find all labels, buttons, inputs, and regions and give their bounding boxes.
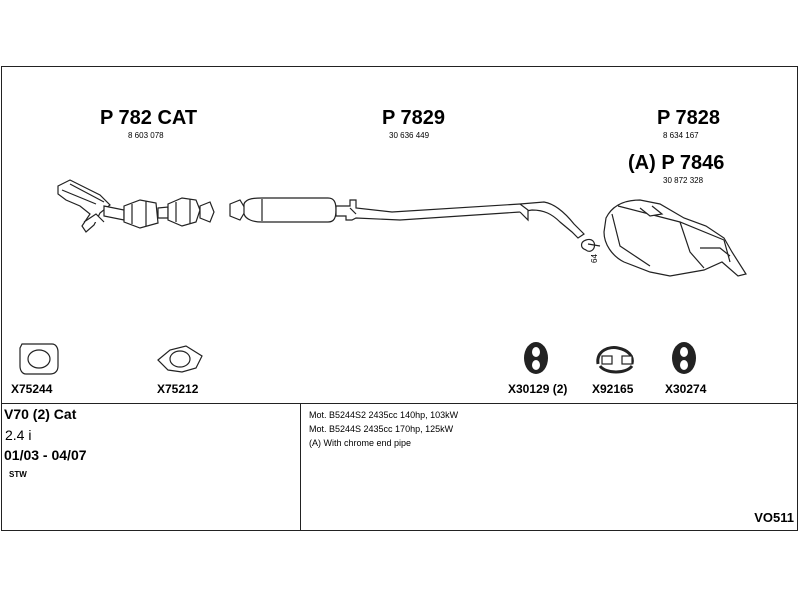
divider-vertical xyxy=(300,403,301,530)
rubber-mount-icon xyxy=(672,342,696,374)
hanger-drawing[interactable] xyxy=(580,238,601,252)
accessory-label: X75244 xyxy=(11,382,53,396)
rubber-mount-icon xyxy=(524,342,548,374)
part-number-middle: 30 636 449 xyxy=(389,131,430,140)
rear-silencer-drawing[interactable] xyxy=(603,199,747,277)
vehicle-years: 01/03 - 04/07 xyxy=(4,447,87,463)
accessory-label: X75212 xyxy=(157,382,199,396)
vehicle-model: V70 (2) Cat xyxy=(4,406,77,422)
gasket-icon xyxy=(19,343,59,375)
accessory-item-5[interactable]: X30274 xyxy=(660,338,724,398)
accessory-item-4[interactable]: X92165 xyxy=(588,338,652,398)
diagram-code: VO511 xyxy=(754,510,794,525)
accessory-item-1[interactable]: X75244 xyxy=(11,338,74,398)
vehicle-body-type: STW xyxy=(9,470,27,479)
part-number-cat: 8 603 078 xyxy=(128,131,164,140)
accessory-label: X30274 xyxy=(665,382,707,396)
engine-note-1: Mot. B5244S2 2435cc 140hp, 103kW xyxy=(309,410,459,420)
part-label-middle[interactable]: P 7829 xyxy=(382,107,446,129)
engine-note-2: Mot. B5244S 2435cc 170hp, 125kW xyxy=(309,424,454,434)
chrome-note: (A) With chrome end pipe xyxy=(309,438,412,448)
vehicle-engine: 2.4 i xyxy=(5,427,32,443)
part-number-rear: 8 634 167 xyxy=(663,131,699,140)
flange-gasket-icon xyxy=(157,345,203,373)
catalytic-converter-drawing[interactable] xyxy=(57,179,215,233)
part-label-rear-alt[interactable]: (A) P 7846 xyxy=(628,152,725,174)
divider-horizontal xyxy=(2,403,797,404)
part-label-rear[interactable]: P 7828 xyxy=(657,107,721,129)
part-number-rear-alt: 30 872 328 xyxy=(663,176,704,185)
part-label-cat[interactable]: P 782 CAT xyxy=(100,107,198,129)
accessory-item-3[interactable]: X30129 (2) xyxy=(506,338,586,398)
clamp-icon xyxy=(596,346,634,374)
accessory-item-2[interactable]: X75212 xyxy=(152,338,222,398)
middle-silencer-drawing[interactable] xyxy=(229,197,585,239)
accessory-label: X92165 xyxy=(592,382,634,396)
accessory-label: X30129 (2) xyxy=(508,382,568,396)
diagram-frame xyxy=(1,66,798,531)
